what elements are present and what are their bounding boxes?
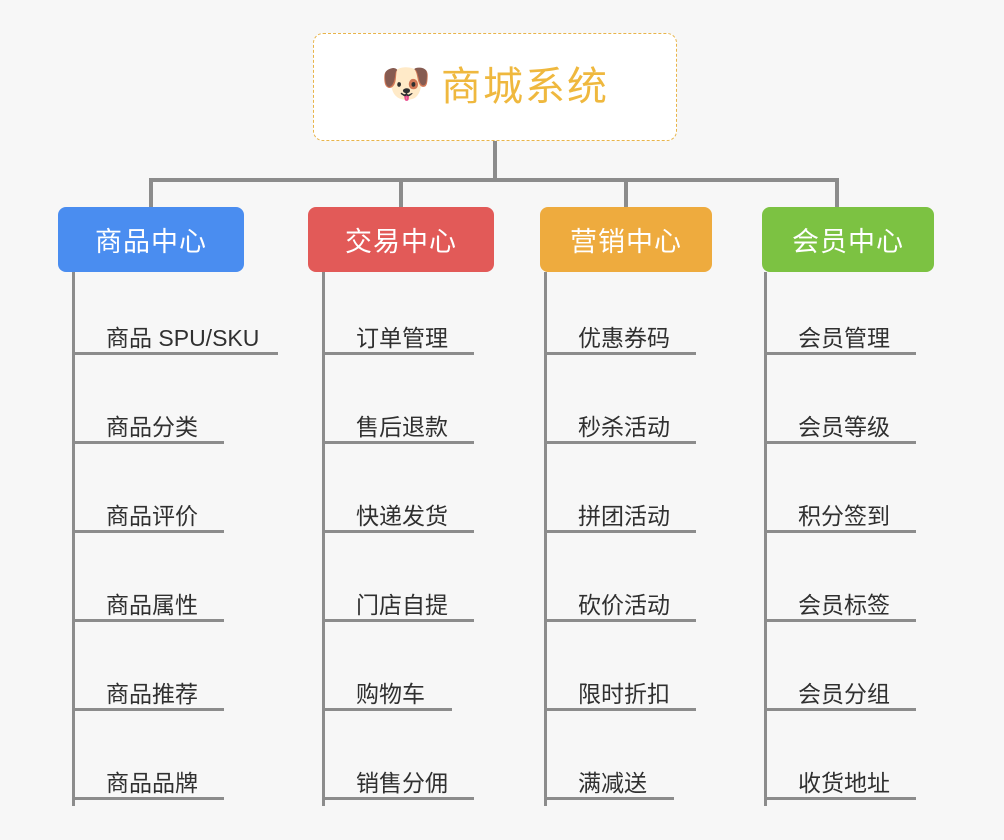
connector-to-branch-1	[149, 178, 153, 207]
leaf-underline	[322, 352, 474, 355]
category-label: 商品中心	[95, 227, 207, 257]
leaf-label: 积分签到	[798, 502, 890, 529]
leaf-label: 商品属性	[106, 591, 198, 618]
leaf-label: 购物车	[356, 680, 425, 707]
connector-to-branch-3	[624, 178, 628, 207]
leaf-label: 门店自提	[356, 591, 448, 618]
leaf-underline	[764, 797, 916, 800]
leaf-label: 订单管理	[356, 324, 448, 351]
leaf-underline	[322, 441, 474, 444]
leaf-label: 商品品牌	[106, 769, 198, 796]
root-title: 商城系统	[441, 65, 609, 109]
branch-trunk-1	[72, 272, 75, 806]
category-box-trade-center[interactable]: 交易中心	[308, 207, 494, 272]
leaf-underline	[322, 797, 474, 800]
leaf-label: 限时折扣	[578, 680, 670, 707]
category-box-product-center[interactable]: 商品中心	[58, 207, 244, 272]
leaf-label: 会员管理	[798, 324, 890, 351]
leaf-underline	[72, 619, 224, 622]
category-box-member-center[interactable]: 会员中心	[762, 207, 934, 272]
leaf-underline	[764, 441, 916, 444]
leaf-label: 商品评价	[106, 502, 198, 529]
leaf-label: 商品 SPU/SKU	[106, 324, 260, 351]
shiba-dog-face-icon: 🐶	[381, 62, 431, 106]
leaf-label: 商品分类	[106, 413, 198, 440]
branch-trunk-4	[764, 272, 767, 806]
connector-to-branch-4	[835, 178, 839, 207]
leaf-label: 砍价活动	[578, 591, 670, 618]
leaf-label: 收货地址	[798, 769, 890, 796]
connector-to-branch-2	[399, 178, 403, 207]
leaf-underline	[72, 708, 224, 711]
leaf-underline	[544, 352, 696, 355]
category-label: 会员中心	[792, 227, 904, 257]
leaf-label: 会员等级	[798, 413, 890, 440]
leaf-underline	[764, 530, 916, 533]
category-box-marketing-center[interactable]: 营销中心	[540, 207, 712, 272]
leaf-underline	[764, 619, 916, 622]
root-node[interactable]: 🐶 商城系统	[313, 33, 677, 141]
leaf-underline	[72, 530, 224, 533]
leaf-underline	[544, 619, 696, 622]
category-label: 交易中心	[345, 227, 457, 257]
leaf-label: 会员分组	[798, 680, 890, 707]
leaf-underline	[72, 441, 224, 444]
leaf-label: 满减送	[578, 769, 647, 796]
branch-trunk-3	[544, 272, 547, 806]
leaf-label: 商品推荐	[106, 680, 198, 707]
leaf-label: 秒杀活动	[578, 413, 670, 440]
leaf-underline	[544, 441, 696, 444]
leaf-underline	[544, 797, 674, 800]
leaf-label: 优惠券码	[578, 324, 670, 351]
leaf-underline	[322, 708, 452, 711]
leaf-label: 售后退款	[356, 413, 448, 440]
leaf-underline	[544, 530, 696, 533]
leaf-underline	[322, 619, 474, 622]
leaf-underline	[322, 530, 474, 533]
leaf-label: 快递发货	[356, 502, 448, 529]
leaf-label: 拼团活动	[578, 502, 670, 529]
leaf-underline	[72, 352, 278, 355]
branch-trunk-2	[322, 272, 325, 806]
leaf-underline	[544, 708, 696, 711]
leaf-label: 销售分佣	[356, 769, 448, 796]
leaf-underline	[764, 708, 916, 711]
leaf-label: 会员标签	[798, 591, 890, 618]
leaf-underline	[72, 797, 224, 800]
connector-root-stem	[493, 141, 497, 178]
connector-horizontal-bus	[149, 178, 837, 182]
leaf-underline	[764, 352, 916, 355]
category-label: 营销中心	[570, 227, 682, 257]
